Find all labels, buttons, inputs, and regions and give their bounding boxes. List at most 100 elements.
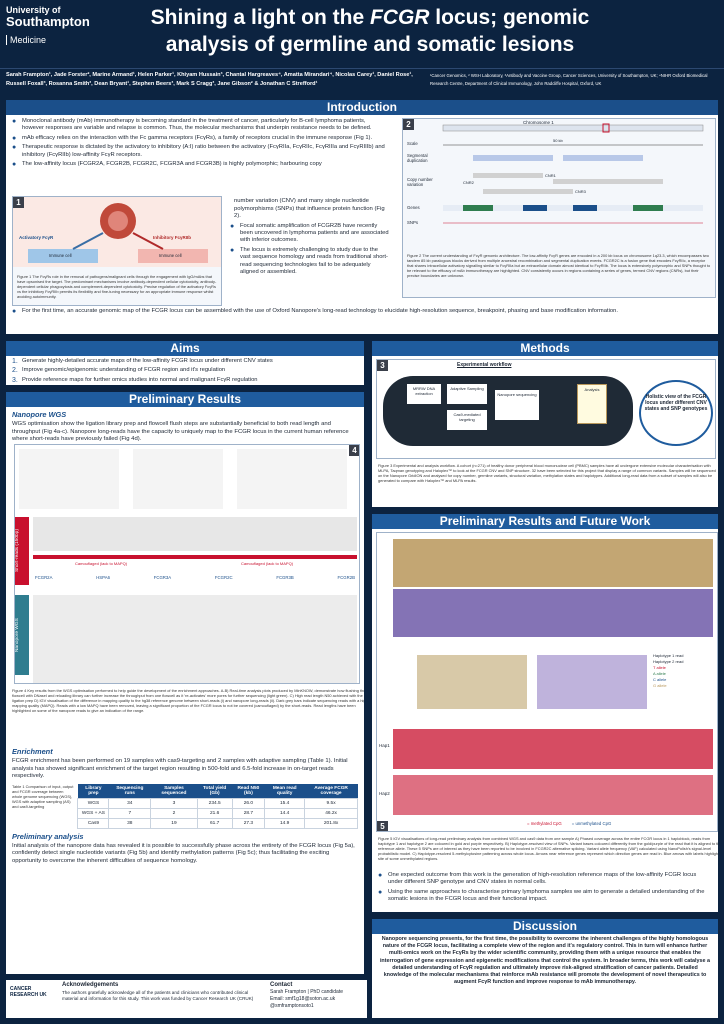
figure-2-caption: Figure 2 The current understanding of Fc… [407,253,711,278]
fig2-label-genes: Genes [407,205,420,210]
author-bar: Sarah Frampton¹, Jade Forster², Marine A… [0,68,724,96]
contact-heading: Contact [270,982,293,988]
fig1-label-inhibitory: Inhibitory FcγRIIb [153,235,192,240]
title-em: FCGR [369,6,430,29]
preliminary-analysis-text: Initial analysis of the nanopore data ha… [12,842,355,864]
fig2-label-cnv: Copy number variation [407,177,433,187]
table-cell: 21.6 [196,807,233,819]
intro-bullet: ●Therapeutic response is dictated by the… [12,144,385,158]
affiliations: ¹Cancer Genomics, ² WSH Laboratory, ³Ant… [430,73,708,86]
intro-bullet-continued: number variation (CNV) and many single n… [234,198,385,219]
table-header-cell: Library prep [77,783,109,798]
figure-1: 1 Activatory FcγR Inhibitory FcγRIIb Imm… [12,196,222,306]
discussion-heading: Discussion [372,919,718,934]
intro-bullet: ●For the first time, an accurate genomic… [12,308,618,315]
preliminary-results-panel: Preliminary Results Nanopore WGS WGS opt… [4,390,366,976]
intro-bullet: ●The low-affinity locus (FCGR2A, FCGR2B,… [12,161,322,169]
fig2-label-snps: SNPs [407,220,418,225]
poster-title: Shining a light on the FCGR locus; genom… [130,4,610,58]
title-part1: Shining a light on the [150,6,370,29]
figure-5-caption: Figure 5 IGV visualisations of long-read… [378,836,720,861]
author-list: Sarah Frampton¹, Jade Forster², Marine A… [6,72,413,87]
introduction-heading: Introduction [6,100,718,115]
twitter-handle[interactable]: @smframptonsoto1 [270,1003,314,1009]
contact-name: Sarah Frampton | PhD candidate [270,989,344,995]
fig2-label-scalebar: 50 kb [553,138,563,143]
fig2-label-cnr1: CNR1 [545,173,556,178]
table-cell: 201.8x [304,817,358,829]
gene-label: FCGR2A [35,575,53,580]
table-cell: 61.7 [196,817,233,829]
fig2-label-cnr2: CNR2 [463,180,474,185]
intro-bullet: ●The locus is extremely challenging to s… [230,246,388,275]
table-header-cell: Sequencing runs [108,783,151,798]
table-header-cell: Samples sequenced [150,783,198,798]
methylated-legend: = methylated CpG [527,821,562,826]
nanopore-wgs-text: WGS optimisation show the ligation libra… [12,421,349,442]
table-cell: 234.5 [196,797,233,809]
table-cell: 19 [150,817,198,829]
gene-label: FCGR3B [276,575,294,580]
table-cell: WGS + AS [77,807,110,819]
immune-cell-diagram [13,197,221,267]
figure-4: 4 Short-reads (150bp) Nanopore WGS Camou… [14,444,360,684]
acknowledgements-panel: CANCER RESEARCH UK Acknowledgements The … [4,978,369,1020]
table-cell: 46.2x [304,807,358,819]
figure-2: 2 Chromosome 1 Scale Segmental duplicati… [402,118,716,298]
gene-label: FCGR2B [337,575,355,580]
aims-heading: Aims [6,341,364,356]
table-cell: 15.4 [264,797,306,809]
aim-item: 2.Improve genomic/epigenomic understandi… [12,367,226,375]
intro-bullet: ●Monoclonal antibody (mAb) immunotherapy… [12,118,372,132]
contact-email[interactable]: Email: smf1g18@soton.ac.uk [270,996,336,1002]
fig1-label-immune-cell: Immune cell [49,253,72,258]
workflow-box: Nanopore sequencing [495,390,539,420]
faculty-label: Medicine [6,35,126,45]
figure-3-caption: Figure 3 Experimental and analysis workf… [378,463,716,483]
future-work-panel: Preliminary Results and Future Work 5 Ha… [370,512,720,914]
table-cell: 7 [108,807,152,819]
title-part2: locus; genomic analysis of germline and … [165,6,590,56]
future-work-heading: Preliminary Results and Future Work [372,514,718,529]
acknowledgements-text: The authors gratefully acknowledge all o… [62,990,254,1001]
subheading-enrichment: Enrichment [12,747,53,756]
subheading-nanopore-wgs: Nanopore WGS [12,410,67,419]
gene-label: FCGR2C [214,575,233,580]
camouflaged-label: Camouflaged (lack to MAPQ) [75,561,128,566]
locus-diagram [442,123,704,224]
discussion-panel: Discussion Nanopore sequencing presents,… [370,917,720,1020]
figure-5: 5 Haplotype 1 read Haplotype 2 read T al… [376,532,718,832]
fig2-label-chromosome: Chromosome 1 [523,120,554,125]
aim-item: 1.Generate highly-detailed accurate maps… [12,358,273,365]
subheading-preliminary-analysis: Preliminary analysis [12,831,84,841]
table-cell: 27.3 [231,817,266,829]
gene-label: FCGR3A [153,575,172,580]
fig2-label-scale: Scale [407,141,418,146]
intro-bullet: ●mAb efficacy relies on the interaction … [12,134,373,142]
table-cell: 9.5x [304,797,358,809]
header: University of Southampton Medicine Shini… [0,0,724,68]
wgs-optimisation-plots [19,449,347,509]
workflow-title: Experimental workflow [457,362,512,368]
workflow-box: MRRW DNA extraction [407,384,441,404]
table-header-cell: Read N50 (kb) [232,783,265,798]
hap2-label: Hap2 [379,791,390,796]
hap1-label: Hap1 [379,743,390,748]
preliminary-results-heading: Preliminary Results [6,392,364,407]
enrichment-text: FCGR enrichment has been performed on 19… [12,758,348,779]
table-header-cell: Average FCGR coverage [304,783,358,798]
future-bullet: ●One expected outcome from this work is … [378,872,697,886]
figure-3: 3 Experimental workflow MRRW DNA extract… [376,359,716,459]
table-1-caption: Table 1 Comparison of input, output and … [12,783,74,809]
acknowledgements-heading: Acknowledgements [62,982,119,988]
table-cell: 38 [108,817,152,829]
camouflaged-label: Camouflaged (lack to MAPQ) [241,561,294,566]
workflow-box: Cas9-mediated targeting [447,410,487,430]
table-cell: 34 [108,797,152,809]
logo-line2: Southampton [6,14,90,29]
gene-label: HSPA6 [96,575,110,580]
table-cell: WGS [77,797,110,809]
workflow-box: Analysis [577,384,607,424]
table-cell: 14.4 [264,807,306,819]
